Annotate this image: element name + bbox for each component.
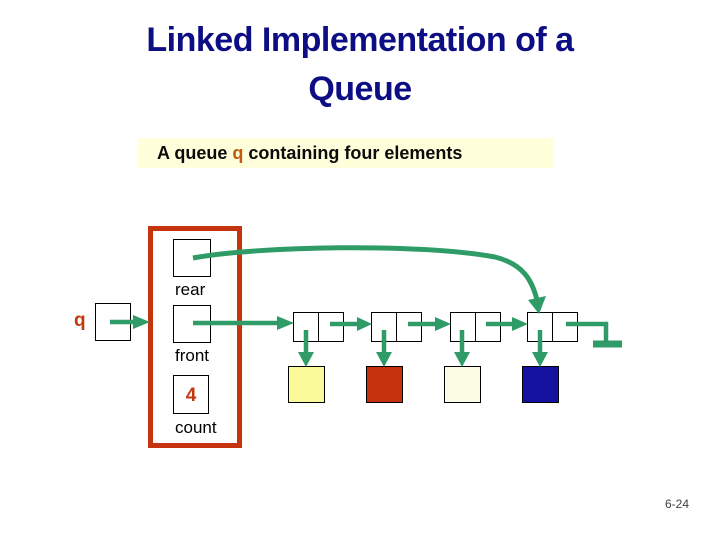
element-square-3 (444, 366, 481, 403)
queue-node-4 (527, 312, 578, 342)
queue-record-box: rear front 4 count (148, 226, 242, 448)
rear-pointer-box (173, 239, 211, 277)
page-number: 6-24 (664, 497, 689, 511)
node4-next-pointer-cell (552, 312, 578, 342)
rear-pointer-arrow (192, 245, 546, 314)
queue-node-2 (371, 312, 422, 342)
slide-title: Linked Implementation of a Queue (0, 16, 720, 114)
count-value: 4 (185, 385, 197, 406)
front-label: front (175, 346, 210, 365)
element-square-1 (288, 366, 325, 403)
title-line-2: Queue (308, 70, 412, 108)
node1-next-pointer-cell (318, 312, 344, 342)
element-square-4 (522, 366, 559, 403)
caption-prefix: A queue (157, 143, 233, 163)
count-label: count (175, 418, 217, 437)
rear-label: rear (175, 280, 206, 299)
node3-element-pointer-cell (450, 312, 476, 342)
node2-next-pointer-cell (396, 312, 422, 342)
node2-element-pointer-cell (371, 312, 397, 342)
queue-node-3 (450, 312, 501, 342)
element-square-2 (366, 366, 403, 403)
node3-next-pointer-cell (475, 312, 501, 342)
queue-variable-label: q (74, 310, 86, 331)
caption-queue-name: q (232, 143, 244, 163)
front-pointer-box (173, 305, 211, 343)
node1-element-pointer-cell (293, 312, 319, 342)
caption-banner: A queue q containing four elements (138, 138, 553, 168)
caption-suffix: containing four elements (243, 143, 463, 163)
title-line-1: Linked Implementation of a (146, 21, 574, 59)
count-box: 4 (173, 375, 209, 414)
queue-node-1 (293, 312, 344, 342)
node4-element-pointer-cell (527, 312, 553, 342)
queue-reference-box (95, 303, 131, 341)
